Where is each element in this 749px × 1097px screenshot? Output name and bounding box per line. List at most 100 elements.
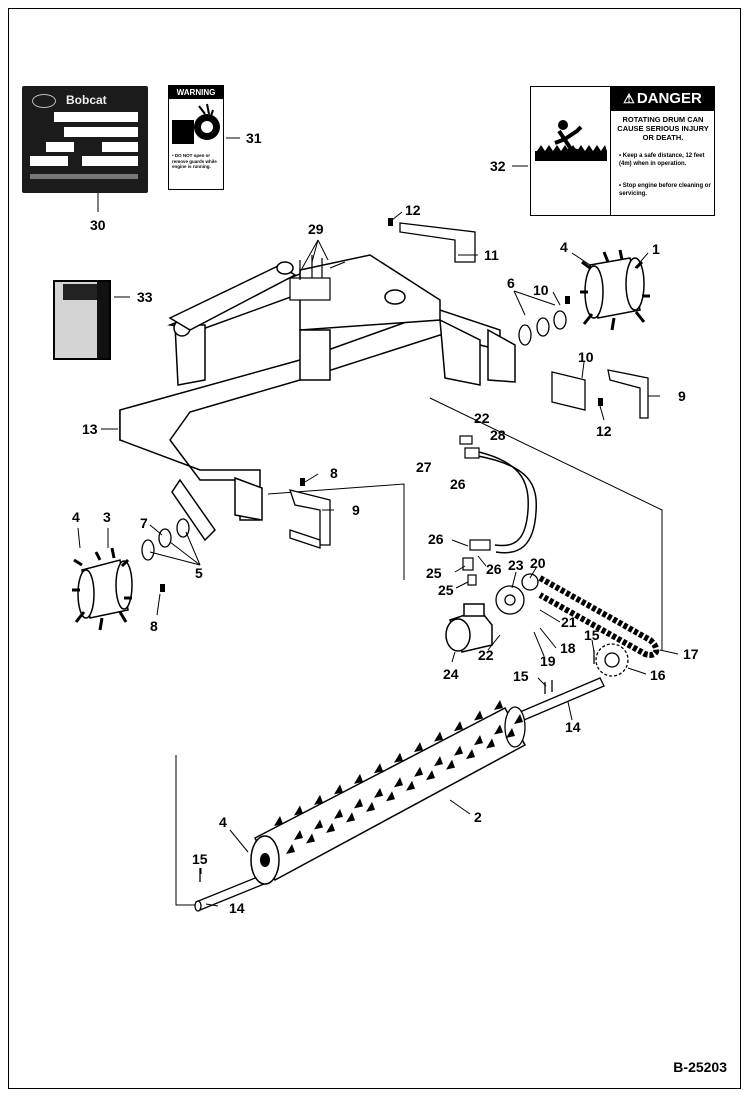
drum-tooth: [374, 763, 383, 774]
danger-pictogram: [531, 87, 611, 215]
decal-field: [64, 127, 138, 137]
callout-12: 12: [596, 423, 612, 439]
callout-30: 30: [90, 217, 106, 233]
callout-24: 24: [443, 666, 459, 682]
callout-12: 12: [405, 202, 421, 218]
right-drum: [580, 249, 650, 331]
decal-field: [82, 156, 138, 166]
callout-13: 13: [82, 421, 98, 437]
danger-decal-title: DANGER: [636, 90, 702, 107]
drum-tooth: [434, 731, 443, 742]
drum-tooth: [306, 833, 315, 844]
drum-tooth: [394, 752, 403, 763]
drum-tooth: [514, 714, 523, 724]
danger-decal-main-text: ROTATING DRUM CAN CAUSE SERIOUS INJURY O…: [617, 115, 709, 142]
callout-33: 33: [137, 289, 153, 305]
drum-tooth: [334, 808, 343, 819]
drum-tooth: [454, 721, 463, 732]
callout-14: 14: [229, 900, 245, 916]
manual-cover-band: [63, 284, 105, 300]
decal-fineprint: [30, 174, 138, 179]
drum-tooth: [294, 830, 303, 840]
drum-tooth: [414, 766, 423, 777]
callout-4: 4: [219, 814, 227, 830]
drum-tooth: [294, 805, 303, 816]
pins: [199, 650, 595, 882]
drum-tooth: [494, 700, 503, 710]
hydraulic-motor: [445, 603, 493, 653]
callout-25: 25: [426, 565, 442, 581]
bobcat-serial-decal: Bobcat: [22, 86, 148, 193]
callout-17: 17: [683, 646, 699, 662]
callout-23: 23: [508, 557, 524, 573]
bearings: [141, 310, 567, 561]
decal-field: [46, 142, 74, 152]
shaft-right: [519, 677, 605, 721]
drum-tooth: [354, 798, 363, 809]
callout-20: 20: [530, 555, 546, 571]
callout-26: 26: [450, 476, 466, 492]
callout-15: 15: [192, 851, 208, 867]
page-border: [8, 8, 741, 1089]
callout-31: 31: [246, 130, 262, 146]
drum-tooth: [446, 759, 455, 770]
callout-10: 10: [578, 349, 594, 365]
callout-8: 8: [330, 465, 338, 481]
callout-14: 14: [565, 719, 581, 735]
callout-7: 7: [140, 515, 148, 531]
callout-3: 3: [103, 509, 111, 525]
drum-tooth: [286, 844, 295, 854]
danger-decal-bullet: • Keep a safe distance, 12 feet (4m) whe…: [619, 153, 705, 167]
danger-decal-header: ⚠DANGER: [611, 87, 714, 111]
drum-tooth: [334, 784, 343, 795]
drum-tooth: [426, 770, 435, 781]
bolts: [160, 218, 603, 592]
hydraulic-hoses: [469, 449, 538, 554]
drum-tooth: [374, 787, 383, 798]
bobcat-decal-name: Bobcat: [66, 93, 107, 107]
drum-tooth: [406, 780, 415, 791]
warning-pictogram-icon: [172, 103, 220, 144]
manual-spine: [97, 282, 109, 358]
drum-tooth: [454, 745, 463, 756]
drum-tooth: [314, 794, 323, 805]
shaft-left: [194, 875, 265, 912]
callout-21: 21: [561, 614, 577, 630]
callout-2: 2: [474, 809, 482, 825]
callout-29: 29: [308, 221, 324, 237]
drum-tooth: [494, 724, 503, 735]
callout-15: 15: [513, 668, 529, 684]
warning-triangle-icon: ⚠: [623, 91, 635, 106]
frame-top-tube: [168, 261, 297, 331]
callout-22: 22: [478, 647, 494, 663]
drive-chain: [538, 575, 660, 658]
main-drum: [250, 700, 527, 885]
leader-lines: [77, 137, 679, 907]
drum-tooth: [326, 822, 335, 833]
callout-9: 9: [352, 502, 360, 518]
callout-22: 22: [474, 410, 490, 426]
callout-26: 26: [428, 531, 444, 547]
callout-28: 28: [490, 427, 506, 443]
drum-tooth: [354, 773, 363, 784]
callout-15: 15: [584, 627, 600, 643]
drum-tooth: [386, 791, 395, 802]
callout-19: 19: [540, 653, 556, 669]
shield-plate: [399, 222, 476, 263]
callout-5: 5: [195, 565, 203, 581]
drum-tooth: [394, 777, 403, 788]
drum-tooth: [366, 801, 375, 812]
bobcat-logo-icon: [32, 94, 56, 108]
callout-32: 32: [490, 158, 506, 174]
drum-tooth: [474, 710, 483, 721]
drum-tooth: [314, 819, 323, 830]
warning-decal-title: WARNING: [169, 86, 223, 99]
callout-18: 18: [560, 640, 576, 656]
warning-decal-text: • DO NOT open or remove guards while eng…: [172, 153, 217, 169]
callout-10: 10: [533, 282, 549, 298]
drum-tooth: [466, 749, 475, 760]
callout-25: 25: [438, 582, 454, 598]
callout-4: 4: [72, 509, 80, 525]
danger-decal-bullet: • Stop engine before cleaning or servici…: [619, 183, 711, 197]
